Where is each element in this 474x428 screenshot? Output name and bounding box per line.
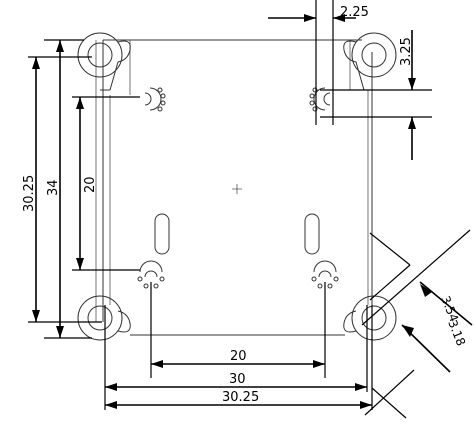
dim-left-outer: 30.25	[22, 57, 40, 322]
dim-bottom-middle: 30	[105, 372, 367, 391]
dim-bottom-extension-lines	[104, 282, 373, 410]
latch-hole-bottom-left	[137, 260, 165, 289]
label-bottom-outer: 30.25	[222, 390, 259, 405]
label-top-offset: 2.25	[340, 5, 369, 20]
label-right-offset: 3.25	[399, 37, 414, 66]
dim-diagonal-upper: 3.54	[419, 281, 473, 326]
center-mark	[232, 184, 242, 194]
corner-hole-top-left	[77, 32, 131, 91]
dim-left-inner: 20	[76, 97, 98, 270]
dim-left-extension-lines	[28, 39, 140, 339]
label-left-outer: 30.25	[22, 175, 37, 212]
dim-top-offset: 2.25	[268, 0, 369, 125]
dim-diagonal-extension-lines	[361, 229, 471, 419]
label-bottom-middle: 30	[229, 372, 246, 387]
label-diagonal-lower: 3.18	[445, 318, 468, 348]
label-left-middle: 34	[46, 179, 61, 196]
dim-right-offset: 3.25	[320, 30, 432, 160]
dim-diagonal-lower: 3.18	[401, 318, 468, 373]
board-outline	[95, 39, 373, 336]
label-bottom-inner: 20	[230, 349, 247, 364]
latch-hole-top-left	[144, 87, 166, 112]
latch-hole-top-right	[309, 87, 331, 112]
slot-left	[154, 213, 170, 255]
slot-right	[304, 213, 320, 255]
dim-left-middle: 34	[46, 40, 64, 338]
latch-hole-bottom-right	[311, 260, 339, 289]
label-left-inner: 20	[83, 176, 98, 193]
dim-bottom-inner: 20	[151, 349, 325, 368]
dim-bottom-outer: 30.25	[105, 390, 372, 409]
corner-hole-bottom-left	[77, 295, 131, 341]
corner-hole-top-right	[343, 32, 397, 91]
